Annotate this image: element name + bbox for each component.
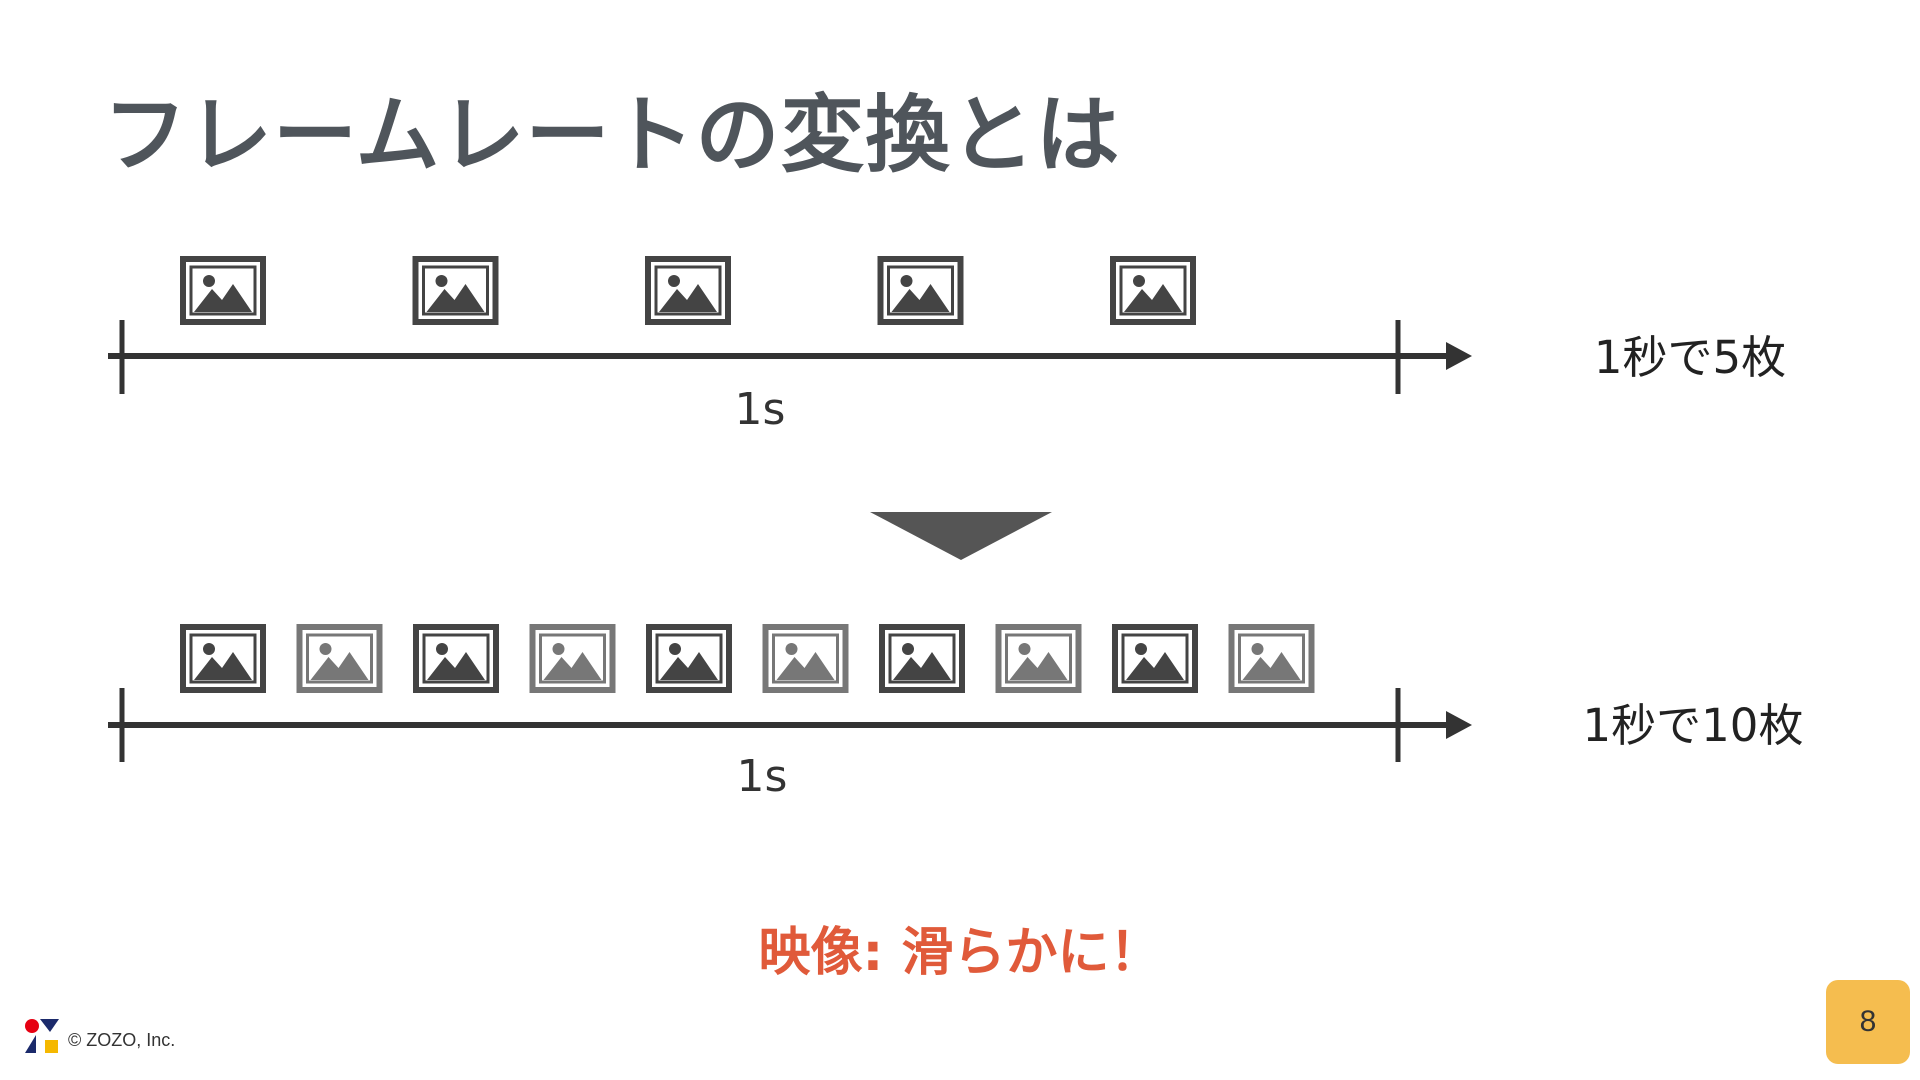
bottom-frame-original-image-icon [882,627,962,690]
bottom-frame-original-image-icon [183,627,263,690]
bottom-frames [183,627,1312,690]
conclusion-text: 映像: 滑らかに！ [758,923,1162,983]
bottom-frame-interpolated-image-icon [999,627,1079,690]
bottom-frame-interpolated-image-icon [300,627,380,690]
page-number-badge: 8 [1826,980,1910,1064]
zozo-logo [25,1019,59,1053]
top-frame-original-image-icon [648,259,728,322]
triangle-down-icon [870,512,1052,560]
bottom-frame-interpolated-image-icon [766,627,846,690]
top-frame-original-image-icon [416,259,496,322]
logo-red-dot [25,1019,39,1033]
bottom-duration-label: 1s [737,751,788,802]
bottom-frame-interpolated-image-icon [533,627,613,690]
bottom-timeline: 1s 1秒で10枚 [108,627,1803,802]
top-timeline: 1s 1秒で5枚 [108,259,1786,435]
logo-navy-shape [40,1019,59,1032]
slide-title: フレームレートの変換とは [103,86,1121,184]
copyright-text: © ZOZO, Inc. [68,1030,176,1050]
top-axis-arrowhead [1446,342,1472,370]
top-frames [183,259,1193,322]
bottom-frame-original-image-icon [649,627,729,690]
top-rate-label: 1秒で5枚 [1594,331,1786,384]
top-frame-original-image-icon [1113,259,1193,322]
top-duration-label: 1s [735,384,786,435]
bottom-frame-original-image-icon [416,627,496,690]
page-number: 8 [1859,1005,1877,1038]
top-frame-original-image-icon [183,259,263,322]
bottom-axis-arrowhead [1446,711,1472,739]
bottom-frame-original-image-icon [1115,627,1195,690]
logo-yellow-square [45,1040,58,1053]
bottom-rate-label: 1秒で10枚 [1583,699,1804,752]
logo-navy-shape-2 [25,1035,36,1053]
bottom-frame-interpolated-image-icon [1232,627,1312,690]
top-frame-original-image-icon [881,259,961,322]
